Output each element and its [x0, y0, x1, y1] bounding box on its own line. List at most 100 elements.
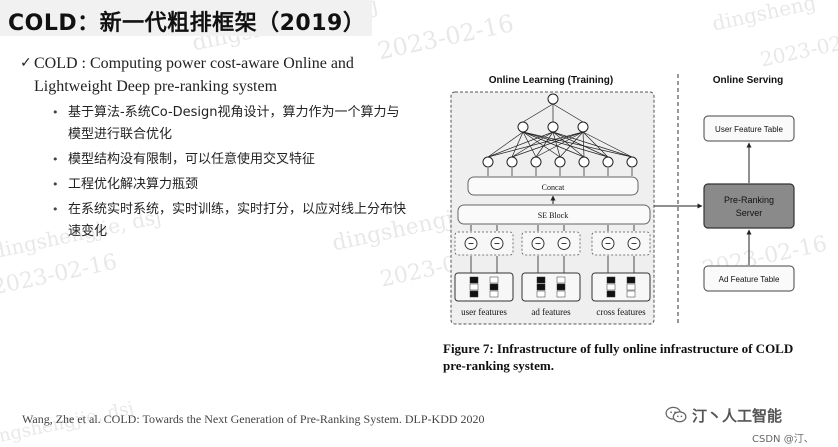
bullet-dot-icon: •	[52, 153, 59, 166]
feature-cell	[606, 283, 616, 291]
feature-cell	[536, 290, 546, 298]
sub-bullet-text: 模型结构没有限制，可以任意使用交叉特征	[68, 152, 316, 167]
list-item: • 工程优化解决算力瓶颈	[52, 174, 412, 196]
feature-cell	[489, 290, 499, 298]
feature-cell	[469, 283, 479, 291]
bullet-dot-icon: •	[52, 106, 59, 119]
list-item: • 模型结构没有限制，可以任意使用交叉特征	[52, 149, 412, 171]
feature-cell	[556, 276, 566, 284]
feature-cell	[626, 283, 636, 291]
feature-cell	[536, 276, 546, 284]
watermark: 2023-02-16	[0, 249, 120, 301]
cross-features-label: cross features	[596, 307, 646, 317]
watermark: dingsheng	[710, 0, 819, 36]
nn-node	[626, 156, 638, 168]
feature-cell	[469, 276, 479, 284]
nn-edge	[522, 131, 537, 158]
feature-cell	[606, 290, 616, 298]
nn-edge	[582, 131, 585, 158]
feature-cell	[556, 290, 566, 298]
brand-name: 汀丶人工智能	[692, 406, 783, 425]
feature-block	[454, 272, 514, 302]
user-features-label: user features	[461, 307, 507, 317]
online-learning-title: Online Learning (Training)	[489, 75, 613, 86]
nn-edge	[552, 131, 609, 158]
embedding-box	[454, 231, 514, 256]
ad-feature-table-label: Ad Feature Table	[719, 275, 780, 284]
figure-caption: Figure 7: Infrastructure of fully online…	[443, 341, 794, 373]
nn-edge	[522, 131, 561, 158]
feature-cell	[536, 283, 546, 291]
feature-block	[521, 272, 581, 302]
nn-edge	[522, 131, 585, 158]
cold-architecture-figure: Online Learning (Training) Online Servin…	[450, 74, 795, 326]
nn-node	[578, 156, 590, 168]
nn-node	[602, 156, 614, 168]
feature-cell	[606, 276, 616, 284]
check-icon: ✓	[20, 55, 32, 71]
nn-edge	[535, 131, 584, 158]
nn-edge	[535, 131, 554, 158]
nn-edge	[552, 131, 585, 158]
nn-node	[482, 156, 494, 168]
feature-cell	[489, 283, 499, 291]
sub-bullet-text: 工程优化解决算力瓶颈	[68, 177, 199, 192]
nn-edge	[552, 131, 561, 158]
title-bar	[0, 0, 372, 36]
se-block-box	[457, 204, 651, 225]
nn-edge	[522, 131, 609, 158]
user-feature-table-box	[703, 115, 795, 142]
nn-edge	[582, 131, 633, 158]
feature-cell	[626, 290, 636, 298]
nn-edge	[582, 131, 609, 158]
nn-edge	[511, 131, 524, 158]
nn-edge	[552, 131, 633, 158]
user-feature-table-label: User Feature Table	[715, 125, 783, 134]
nn-edge	[511, 131, 584, 158]
nn-node	[577, 121, 589, 133]
nn-node	[530, 156, 542, 168]
bullet-dot-icon: •	[52, 178, 59, 191]
se-block-label: SE Block	[538, 211, 568, 220]
feature-cell	[626, 276, 636, 284]
slide-title: COLD：新一代粗排框架（2019）	[8, 11, 366, 36]
ad-feature-table-box	[703, 265, 795, 292]
nn-node	[547, 93, 559, 105]
main-bullet: ✓ COLD : Computing power cost-aware Onli…	[20, 52, 420, 98]
feature-cell	[489, 276, 499, 284]
sub-bullet-list: •基于算法-系统Co-Design视角设计，算力作为一个算力与模型进行联合优化 …	[52, 102, 412, 246]
list-item: • 基于算法-系统Co-Design视角设计，算力作为一个算力与模型进行联合优化	[52, 102, 412, 146]
nn-node	[547, 121, 559, 133]
embedding-box	[521, 231, 581, 256]
neural-network	[482, 93, 638, 176]
feature-block	[591, 272, 651, 302]
feature-cell	[469, 290, 479, 298]
ad-features-label: ad features	[531, 307, 571, 317]
nn-edge	[487, 131, 524, 158]
feature-cell	[556, 283, 566, 291]
reference-citation: Wang, Zhe et al. COLD: Towards the Next …	[22, 412, 485, 426]
nn-edge	[559, 131, 584, 158]
feature-groups	[454, 225, 651, 302]
concat-box	[467, 176, 639, 196]
main-bullet-text: COLD : Computing power cost-aware Online…	[34, 55, 354, 95]
online-serving-title: Online Serving	[713, 75, 784, 86]
nn-node	[506, 156, 518, 168]
pre-ranking-server-label: Server	[736, 208, 763, 218]
concat-label: Concat	[542, 183, 565, 192]
sub-bullet-text: 在系统实时系统，实时训练，实时打分，以应对线上分布快速变化	[68, 202, 407, 239]
brand-watermark: 汀丶人工智能	[665, 404, 782, 426]
bullet-dot-icon: •	[52, 203, 59, 216]
nn-node	[554, 156, 566, 168]
sub-bullet-text: 基于算法-系统Co-Design视角设计，算力作为一个算力与模型进行联合优化	[68, 105, 400, 142]
list-item: • 在系统实时系统，实时训练，实时打分，以应对线上分布快速变化	[52, 199, 412, 243]
nn-node	[517, 121, 529, 133]
wechat-icon	[665, 406, 687, 423]
pre-ranking-server-box	[703, 183, 795, 229]
csdn-credit: CSDN @汀、	[752, 434, 814, 445]
embedding-box	[591, 231, 651, 256]
nn-edge	[511, 131, 554, 158]
nn-edge	[552, 103, 584, 123]
nn-edge	[522, 131, 633, 158]
